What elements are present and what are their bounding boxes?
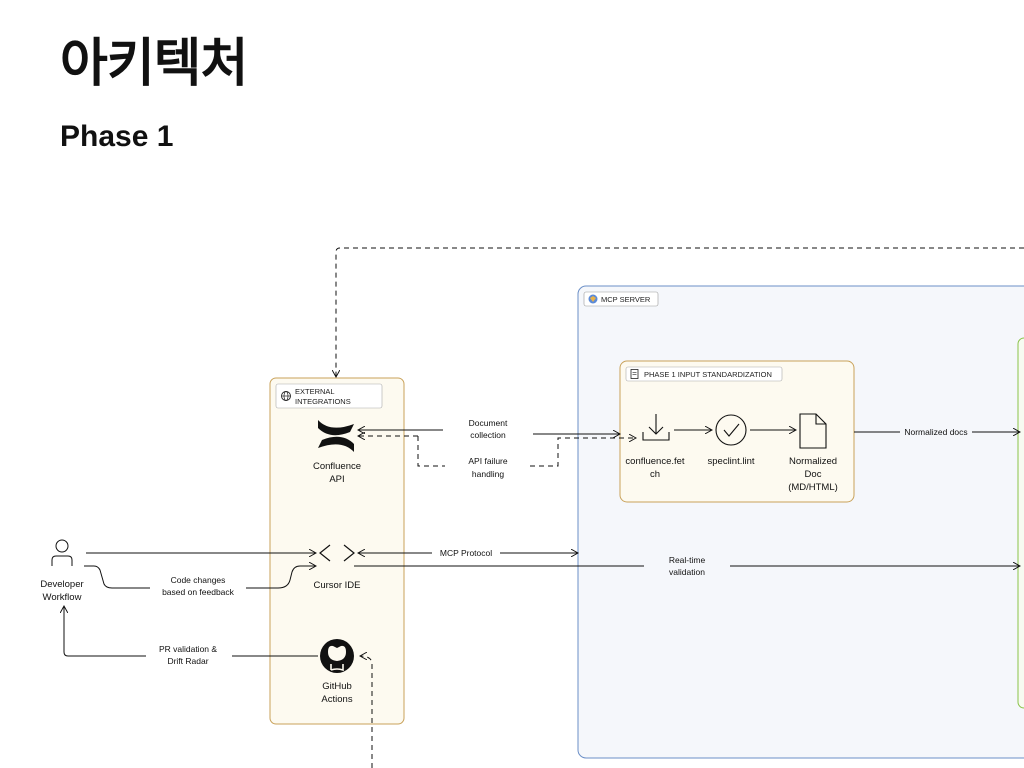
external-integrations-group[interactable]	[269, 377, 405, 725]
pr-validation-label-line2: Drift Radar	[167, 656, 208, 666]
developer-label-line2: Workflow	[43, 592, 82, 603]
doc-collection-label-line2: collection	[470, 430, 506, 440]
pr-validation-label-line1: PR validation &	[159, 644, 217, 654]
code-changes-label-line2: based on feedback	[162, 587, 235, 597]
mcp-server-group[interactable]	[577, 285, 1024, 759]
mcp-server-label: MCP SERVER	[601, 295, 651, 304]
api-failure-label-line2: handling	[472, 469, 504, 479]
confluence-label-line2: API	[329, 474, 344, 485]
feedback-loop-dashed	[336, 247, 1024, 377]
external-integrations-tag: EXTERNAL INTEGRATIONS	[275, 383, 383, 409]
normalized-doc-node[interactable]: Normalized Doc (MD/HTML)	[788, 413, 838, 493]
github-label-line1: GitHub	[322, 681, 352, 692]
confluence-fetch-node[interactable]: confluence.fet ch	[625, 414, 685, 480]
globe-icon	[281, 391, 291, 401]
normalized-docs-label: Normalized docs	[904, 427, 967, 437]
edge-api-failure	[417, 436, 445, 467]
developer-node[interactable]: Developer Workflow	[40, 539, 84, 603]
confluence-label-line1: Confluence	[313, 461, 361, 472]
speclint-lint-node[interactable]: speclint.lint	[708, 414, 755, 467]
normalized-label-line3: (MD/HTML)	[788, 482, 838, 493]
gem-icon	[588, 294, 598, 304]
api-failure-label-line1: API failure	[468, 456, 507, 466]
lint-label: speclint.lint	[708, 456, 755, 467]
phase1-label: PHASE 1 INPUT STANDARDIZATION	[644, 370, 772, 379]
external-label-line1: EXTERNAL	[295, 387, 335, 396]
download-icon	[642, 414, 670, 441]
edge-code-changes-right	[246, 566, 316, 589]
phase1-tag: PHASE 1 INPUT STANDARDIZATION	[625, 366, 783, 382]
github-node[interactable]: GitHub Actions	[320, 639, 354, 705]
file-icon	[799, 413, 827, 449]
realtime-label-line2: validation	[669, 567, 705, 577]
phase1-group[interactable]	[619, 360, 855, 503]
fetch-label-line2: ch	[650, 469, 660, 480]
external-label-line2: INTEGRATIONS	[295, 397, 351, 406]
confluence-node[interactable]: Confluence API	[313, 420, 361, 485]
user-icon	[51, 539, 73, 566]
edge-api-failure-right	[530, 438, 636, 467]
edge-code-changes	[84, 565, 150, 589]
mcp-protocol-label: MCP Protocol	[440, 548, 492, 558]
check-circle-icon	[715, 414, 747, 446]
realtime-label-line1: Real-time	[669, 555, 706, 565]
github-label-line2: Actions	[321, 694, 352, 705]
github-icon	[320, 639, 354, 673]
mcp-server-tag: MCP SERVER	[583, 291, 659, 307]
document-icon	[630, 369, 639, 379]
cursor-ide-node[interactable]: Cursor IDE	[314, 544, 361, 591]
confluence-icon	[318, 420, 354, 452]
page-title: 아키텍처	[60, 34, 248, 94]
edge-dashed-to-github	[360, 656, 373, 768]
code-changes-label-line1: Code changes	[171, 575, 226, 585]
developer-label-line1: Developer	[40, 579, 83, 590]
code-brackets-icon	[319, 544, 355, 562]
doc-collection-label-line1: Document	[469, 418, 508, 428]
validation-group[interactable]	[1017, 337, 1024, 709]
fetch-label-line1: confluence.fet	[625, 456, 685, 467]
edge-pr-validation-left	[64, 606, 146, 657]
normalized-label-line1: Normalized	[789, 456, 837, 467]
cursor-ide-label: Cursor IDE	[314, 580, 361, 591]
normalized-label-line2: Doc	[805, 469, 822, 480]
page-subtitle: Phase 1	[60, 120, 174, 153]
